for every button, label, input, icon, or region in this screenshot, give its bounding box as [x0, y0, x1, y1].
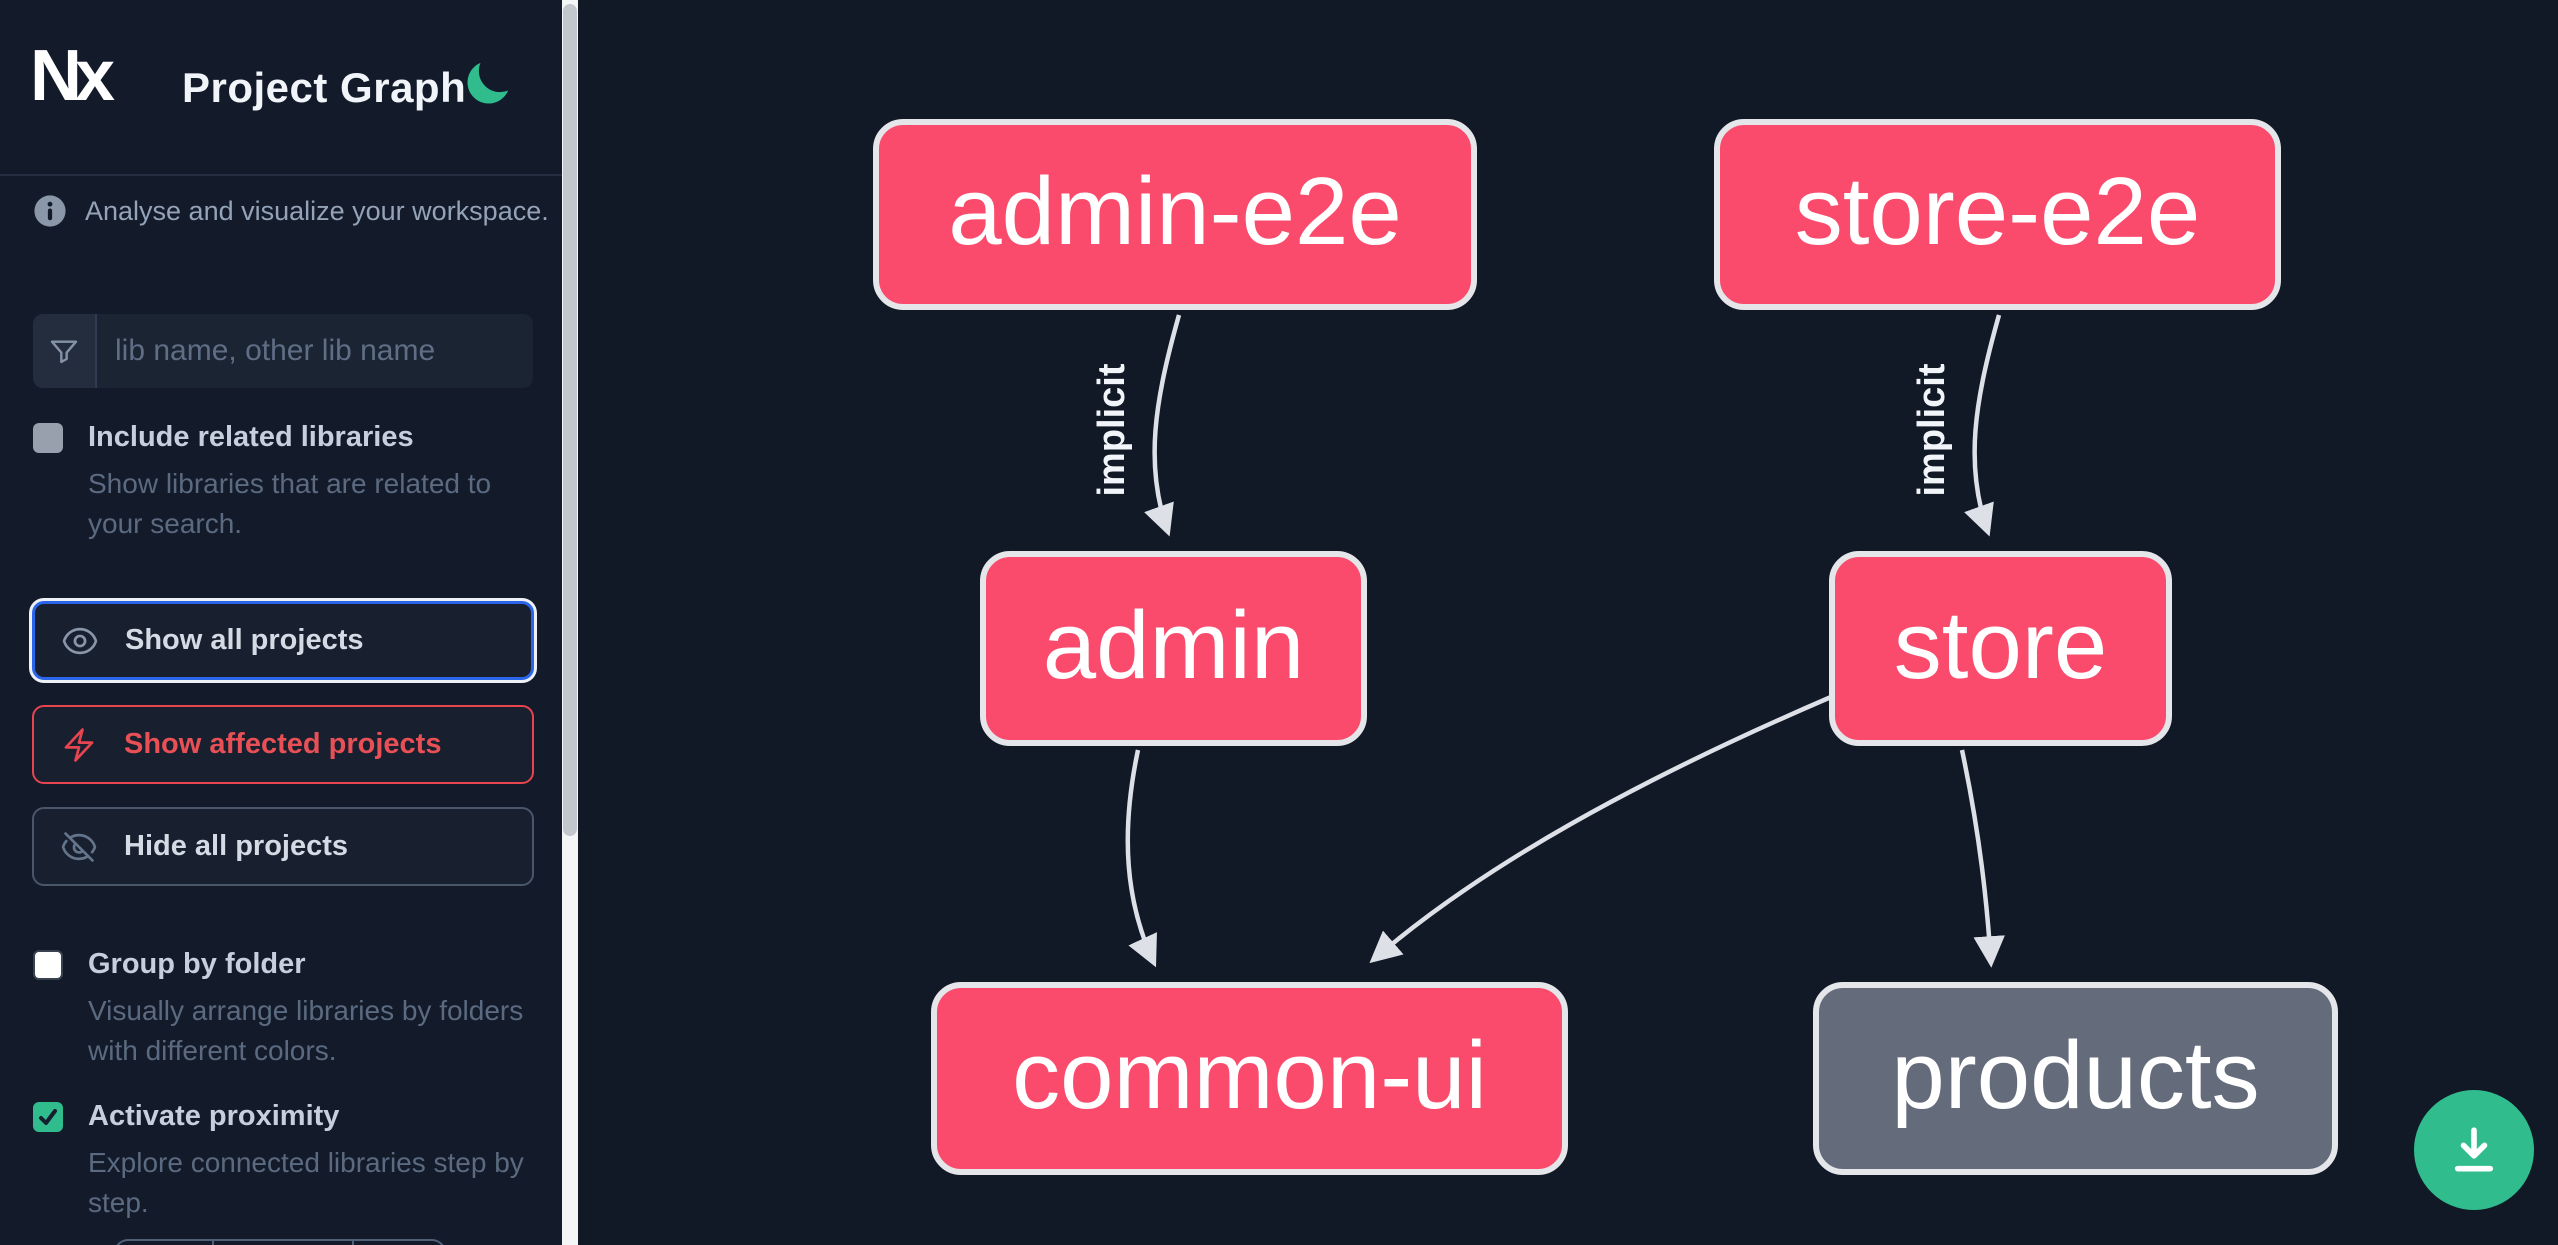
group-by-folder-checkbox[interactable] [33, 950, 63, 980]
check-icon [39, 1109, 57, 1125]
checkbox-row-activate-proximity[interactable]: Activate proximity Explore connected lib… [33, 1099, 528, 1223]
edge-store-common-ui [1369, 694, 1832, 964]
edge-label-implicit: implicit [1091, 363, 1133, 496]
node-label: store-e2e [1794, 157, 2201, 265]
graph-node-store-e2e[interactable]: store-e2e [1714, 119, 2281, 310]
proximity-depth-control[interactable] [114, 1239, 446, 1245]
button-label: Hide all projects [124, 830, 349, 862]
info-icon [34, 195, 66, 227]
bolt-icon [64, 727, 94, 762]
workspace-tagline: Analyse and visualize your workspace. [85, 195, 549, 226]
workspace-tagline-row: Analyse and visualize your workspace. [33, 194, 549, 228]
node-label: admin [1042, 591, 1305, 699]
download-icon [2454, 1127, 2494, 1172]
checkbox-description: Visually arrange libraries by folders wi… [88, 995, 524, 1066]
button-label: Show all projects [125, 624, 364, 656]
funnel-icon [50, 340, 78, 364]
nx-logo: Nx [30, 36, 115, 116]
button-label: Show affected projects [124, 728, 442, 760]
graph-node-admin-e2e[interactable]: admin-e2e [873, 119, 1477, 310]
activate-proximity-checkbox[interactable] [33, 1102, 63, 1132]
moon-icon [467, 62, 509, 104]
edge-store-e2e-store [1964, 314, 2002, 537]
graph-node-admin[interactable]: admin [980, 551, 1367, 746]
checkbox-label: Group by folder [88, 948, 306, 980]
page-title: Project Graph [182, 64, 467, 111]
edge-store-products [1959, 749, 2005, 968]
show-all-projects-button[interactable]: Show all projects [32, 601, 534, 680]
graph-node-products[interactable]: products [1813, 982, 2338, 1175]
node-label: store [1893, 591, 2108, 699]
hide-all-projects-button[interactable]: Hide all projects [32, 807, 534, 886]
include-related-checkbox[interactable] [33, 423, 63, 453]
checkbox-description: Show libraries that are related to your … [88, 468, 492, 539]
sidebar: Nx Project Graph Analyse and visualize y… [0, 0, 562, 1245]
graph-node-common-ui[interactable]: common-ui [931, 982, 1568, 1175]
project-graph-canvas[interactable]: implicit implicit admin-e2e store-e2e ad… [578, 0, 2558, 1245]
theme-toggle-button[interactable] [461, 58, 513, 110]
checkbox-row-group-by-folder[interactable]: Group by folder Visually arrange librari… [33, 947, 528, 1071]
checkbox-label: Include related libraries [88, 421, 414, 453]
edge-admin-common-ui [1125, 749, 1157, 968]
edge-admin-e2e-admin [1144, 314, 1182, 537]
checkbox-label: Activate proximity [88, 1100, 340, 1132]
download-button[interactable] [2414, 1090, 2534, 1210]
sidebar-header: Nx Project Graph [0, 0, 562, 176]
edge-label-implicit: implicit [1911, 363, 1953, 496]
checkbox-row-include-related[interactable]: Include related libraries Show libraries… [33, 420, 528, 544]
show-affected-projects-button[interactable]: Show affected projects [32, 705, 534, 784]
node-label: admin-e2e [948, 157, 1402, 265]
node-label: products [1891, 1021, 2260, 1129]
search-icon-section [33, 314, 97, 388]
search-input[interactable] [97, 314, 533, 388]
graph-node-store[interactable]: store [1829, 551, 2172, 746]
scrollbar-thumb[interactable] [563, 4, 577, 836]
eye-slash-icon [61, 831, 97, 862]
node-label: common-ui [1012, 1021, 1487, 1129]
checkbox-description: Explore connected libraries step by step… [88, 1147, 524, 1218]
sidebar-scrollbar[interactable] [562, 0, 578, 1245]
search-box [33, 314, 533, 388]
eye-icon [62, 627, 98, 654]
